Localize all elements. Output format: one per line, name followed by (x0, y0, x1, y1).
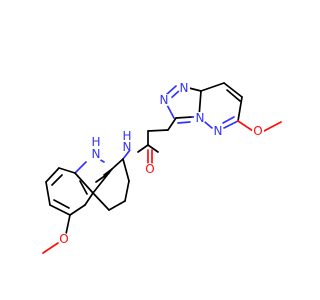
bond (92, 192, 110, 211)
bond (188, 87, 202, 92)
bond (58, 167, 76, 174)
methoxy-group-pyridazine (237, 120, 282, 132)
bond (237, 120, 254, 132)
bond (74, 172, 94, 194)
bond (147, 144, 159, 153)
methoxy-group-benzene (42, 214, 71, 254)
bond (200, 82, 225, 92)
bond (65, 214, 71, 235)
bond (42, 242, 59, 254)
pyrrole-ring (74, 155, 113, 194)
bond-double (165, 85, 177, 96)
bond (49, 204, 71, 216)
atom-label-o: O (253, 124, 262, 138)
atom-label-n: N (92, 147, 101, 161)
atom-label-n: N (180, 81, 189, 95)
triazole-ring (165, 85, 202, 124)
bond (103, 168, 113, 176)
bond-double (51, 174, 63, 186)
cyclohexane-ring (92, 158, 130, 211)
bond (175, 116, 193, 119)
atom-label-n: N (160, 93, 169, 107)
pyridazine-ring (198, 82, 243, 129)
bond (74, 161, 87, 174)
bond (137, 144, 149, 153)
bond (147, 129, 169, 132)
bond-double (226, 89, 241, 102)
atom-label-n: N (214, 124, 223, 138)
atom-labels: N N N N O O N H N H O (58, 81, 264, 246)
atom-label-o: O (59, 232, 68, 246)
bond (108, 200, 126, 211)
bond-double (79, 180, 88, 195)
bond (84, 192, 94, 206)
bond (122, 149, 131, 160)
bond-double (222, 116, 235, 124)
molecule-structure: N N N N O O N H N H O (42, 81, 282, 254)
bond (237, 96, 243, 122)
bond (111, 158, 124, 170)
bond (45, 167, 60, 183)
bond (45, 181, 51, 206)
bond (223, 82, 243, 98)
bond (69, 204, 86, 216)
bond (263, 121, 282, 132)
atom-label-n: N (123, 140, 132, 154)
bond (122, 158, 130, 182)
bond (167, 117, 177, 131)
atom-label-h: H (122, 129, 131, 143)
molecule-diagram: N N N N O O N H N H O (42, 81, 282, 254)
bond-double (177, 121, 191, 124)
benzene-ring (45, 167, 94, 216)
bond (169, 89, 181, 100)
bond (223, 120, 239, 129)
atom-label-h: H (91, 135, 100, 149)
bond (124, 180, 130, 202)
atom-label-n: N (196, 111, 205, 125)
atom-label-o: O (145, 162, 154, 176)
bond-double (53, 199, 70, 209)
bond-double (95, 172, 110, 183)
propanamide-chain (122, 117, 177, 164)
